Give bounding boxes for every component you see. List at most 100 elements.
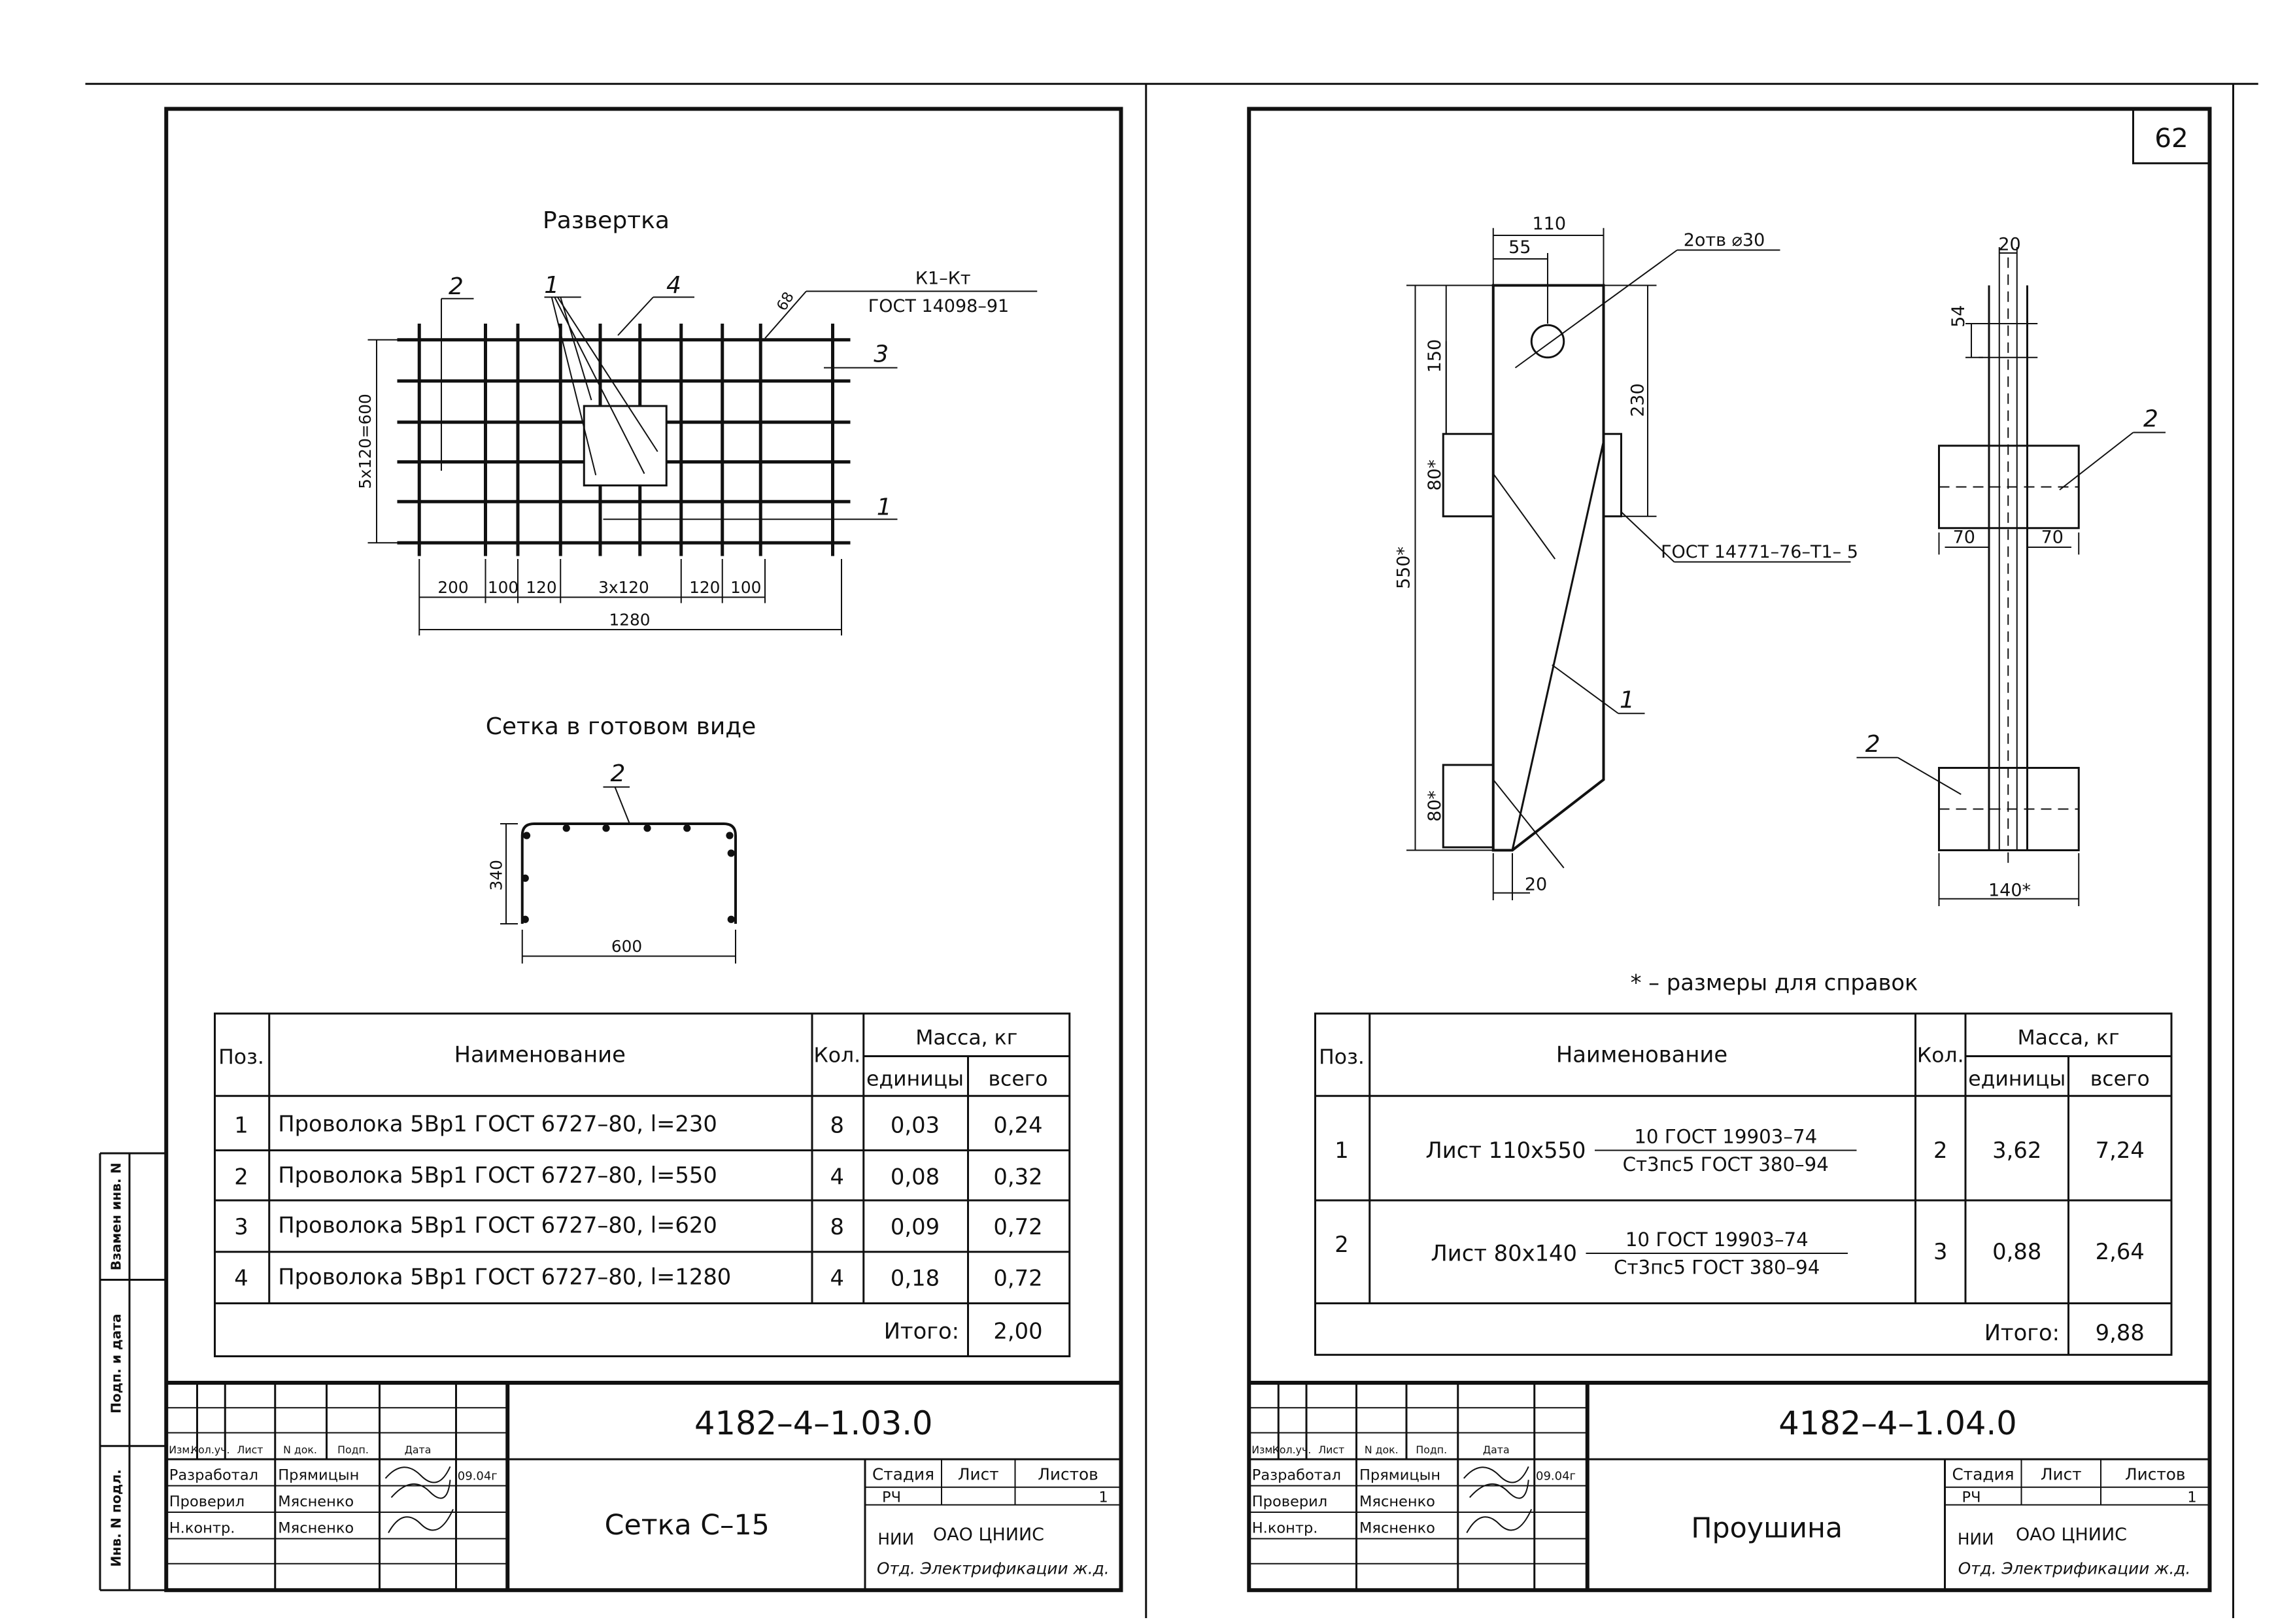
tb-right-stage: РЧ <box>1962 1489 1981 1506</box>
dim-bottom-1: 100 <box>488 578 518 597</box>
tb-left-col-doc: N док. <box>283 1444 317 1456</box>
right-frame <box>1249 109 2209 1591</box>
tr-h-total: всего <box>2090 1068 2150 1091</box>
page-number-box <box>2134 109 2210 163</box>
dim-54: 54 <box>1948 305 1969 328</box>
callout-1-top: 1 <box>544 272 559 299</box>
dim-bottom-2: 120 <box>526 578 556 597</box>
tr-r0-den: Ст3пс5 ГОСТ 380–94 <box>1623 1153 1829 1176</box>
tl-r2-pos: 3 <box>234 1214 248 1240</box>
tb-right-col-date: Дата <box>1483 1444 1510 1456</box>
tb-right-sheets: 1 <box>2187 1489 2196 1506</box>
tr-h-pos: Поз. <box>1319 1045 1365 1069</box>
tb-left-title: Сетка С–15 <box>605 1509 770 1542</box>
angle-label: 68 <box>774 289 798 314</box>
side-replace-label: Взамен инв. N <box>109 1162 124 1270</box>
tl-r3-qty: 4 <box>830 1266 844 1291</box>
callout-1-right: 1 <box>877 494 892 521</box>
dim-bottom-3: 3x120 <box>598 578 649 597</box>
tb-left-org1: НИИ <box>877 1530 914 1549</box>
dim-80-bottom: 80* <box>1425 790 1445 822</box>
tl-r2-unit: 0,09 <box>891 1214 940 1240</box>
view-title-ready: Сетка в готовом виде <box>486 713 756 740</box>
tr-h-name: Наименование <box>1556 1042 1727 1068</box>
tb-right-r3-name: Мясненко <box>1359 1520 1435 1537</box>
tb-left-sheet-h: Лист <box>958 1465 999 1484</box>
dim-340: 340 <box>486 860 505 890</box>
right-callout-2-lower: 2 <box>1865 731 1880 758</box>
tb-right-title: Проушина <box>1691 1512 1843 1544</box>
tl-r0-pos: 1 <box>234 1113 248 1138</box>
tb-left-col-sign: Подп. <box>337 1444 369 1456</box>
tb-left-r2-role: Проверил <box>169 1493 245 1510</box>
tl-total-label: Итого: <box>884 1319 959 1344</box>
tr-r1-qty: 3 <box>1933 1239 1947 1264</box>
tb-right-col-doc: N док. <box>1365 1444 1399 1456</box>
dim-150: 150 <box>1425 339 1445 373</box>
tl-r0-qty: 8 <box>830 1113 844 1138</box>
tl-r1-total: 0,32 <box>993 1164 1042 1189</box>
tb-left-r3-role: Н.контр. <box>169 1520 235 1537</box>
tb-right-code: 4182–4–1.04.0 <box>1778 1404 2016 1442</box>
tb-right-r2-name: Мясненко <box>1359 1493 1435 1510</box>
reference-note: * – размеры для справок <box>1631 970 1918 995</box>
tr-h-unit: единицы <box>1968 1068 2066 1091</box>
title-block-left <box>166 1383 1121 1590</box>
tb-left-sheets: 1 <box>1098 1489 1108 1506</box>
tb-left-r2-name: Мясненко <box>278 1493 354 1510</box>
dim-550: 550* <box>1394 547 1414 589</box>
tl-total-value: 2,00 <box>993 1319 1042 1344</box>
dim-20-top: 20 <box>1998 235 2020 255</box>
tr-r1-pos: 2 <box>1334 1232 1348 1257</box>
tl-h-unit: единицы <box>866 1068 964 1091</box>
tl-r0-total: 0,24 <box>993 1113 1042 1138</box>
tb-left-org3: Отд. Электрификации ж.д. <box>877 1559 1110 1578</box>
mesh-folded-drawing <box>500 787 736 964</box>
dim-230: 230 <box>1627 383 1648 417</box>
tb-left-col-izm: Изм. <box>169 1444 193 1456</box>
left-frame <box>166 109 1121 1591</box>
tr-r0-unit: 3,62 <box>1992 1138 2041 1163</box>
tl-r3-name: Проволока 5Вр1 ГОСТ 6727–80, l=1280 <box>278 1264 731 1289</box>
lug-front-view <box>1406 228 1851 900</box>
tb-right-col-kol: Кол.уч. <box>1272 1444 1312 1456</box>
tl-r1-unit: 0,08 <box>891 1164 940 1189</box>
tl-h-mass: Масса, кг <box>915 1026 1017 1050</box>
side-strip: Взамен инв. N Подп. и дата Инв. N подл. <box>100 1153 166 1590</box>
spec-table-right <box>1316 1013 2172 1355</box>
right-callout-1: 1 <box>1620 686 1635 713</box>
dim-total: 1280 <box>609 610 651 629</box>
tr-r1-num: 10 ГОСТ 19903–74 <box>1625 1228 1809 1251</box>
tb-right-sheets-h: Листов <box>2125 1465 2185 1484</box>
tr-r0-name: Лист 110х550 <box>1425 1138 1586 1163</box>
tl-r0-name: Проволока 5Вр1 ГОСТ 6727–80, l=230 <box>278 1111 717 1136</box>
dim-600: 600 <box>611 937 642 956</box>
view2-callout: 2 <box>611 760 626 787</box>
dim-70-right: 70 <box>2041 527 2064 547</box>
tl-r2-name: Проволока 5Вр1 ГОСТ 6727–80, l=620 <box>278 1213 717 1238</box>
right-callout-2-upper: 2 <box>2143 406 2158 433</box>
dim-70-left: 70 <box>1953 527 1975 547</box>
dim-140: 140* <box>1988 880 2031 900</box>
mark-label: К1–Кт <box>915 268 971 288</box>
tb-right-org2: ОАО ЦНИИС <box>2016 1525 2127 1545</box>
tl-h-name: Наименование <box>454 1042 626 1068</box>
tb-left-r3-name: Мясненко <box>278 1520 354 1537</box>
tb-right-r1-role: Разработал <box>1252 1467 1341 1484</box>
side-inv-label: Инв. N подл. <box>109 1469 124 1566</box>
tl-r0-unit: 0,03 <box>891 1113 940 1138</box>
tb-left-org2: ОАО ЦНИИС <box>933 1525 1044 1545</box>
spec-table-left <box>215 1013 1070 1356</box>
dim-55: 55 <box>1508 237 1531 258</box>
view-title-razvertka: Развертка <box>543 207 670 234</box>
dim-bottom-0: 200 <box>437 578 468 597</box>
tr-r0-pos: 1 <box>1334 1138 1348 1163</box>
left-sheet: Взамен инв. N Подп. и дата Инв. N подл. … <box>100 109 1121 1591</box>
tr-r1-den: Ст3пс5 ГОСТ 380–94 <box>1614 1257 1820 1279</box>
dim-20: 20 <box>1525 874 1547 894</box>
tb-left-col-list: Лист <box>237 1444 264 1456</box>
weld-label: ГОСТ 14771–76–Т1– 5 <box>1661 542 1858 562</box>
tr-total-value: 9,88 <box>2096 1320 2145 1345</box>
tb-left-r1-date: 09.04г <box>458 1470 498 1483</box>
